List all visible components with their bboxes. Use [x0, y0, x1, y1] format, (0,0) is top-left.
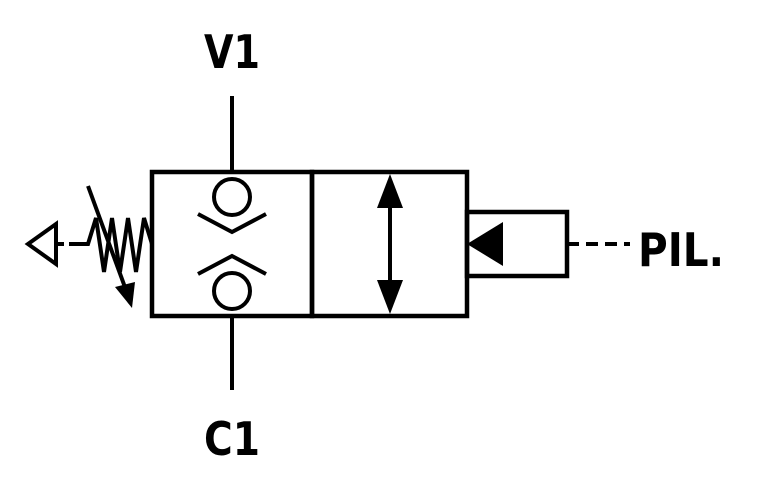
check-valve-lower — [197, 253, 267, 311]
check-valve-upper — [197, 177, 267, 235]
port-label-v1: V1 — [204, 25, 260, 79]
port-label-pilot: PIL. — [638, 223, 724, 277]
flow-arrow — [377, 174, 403, 314]
valve-block-left — [149, 169, 315, 319]
spring-adjustable — [24, 185, 154, 308]
port-label-c1: C1 — [204, 412, 260, 466]
pilot-actuator — [464, 209, 570, 279]
